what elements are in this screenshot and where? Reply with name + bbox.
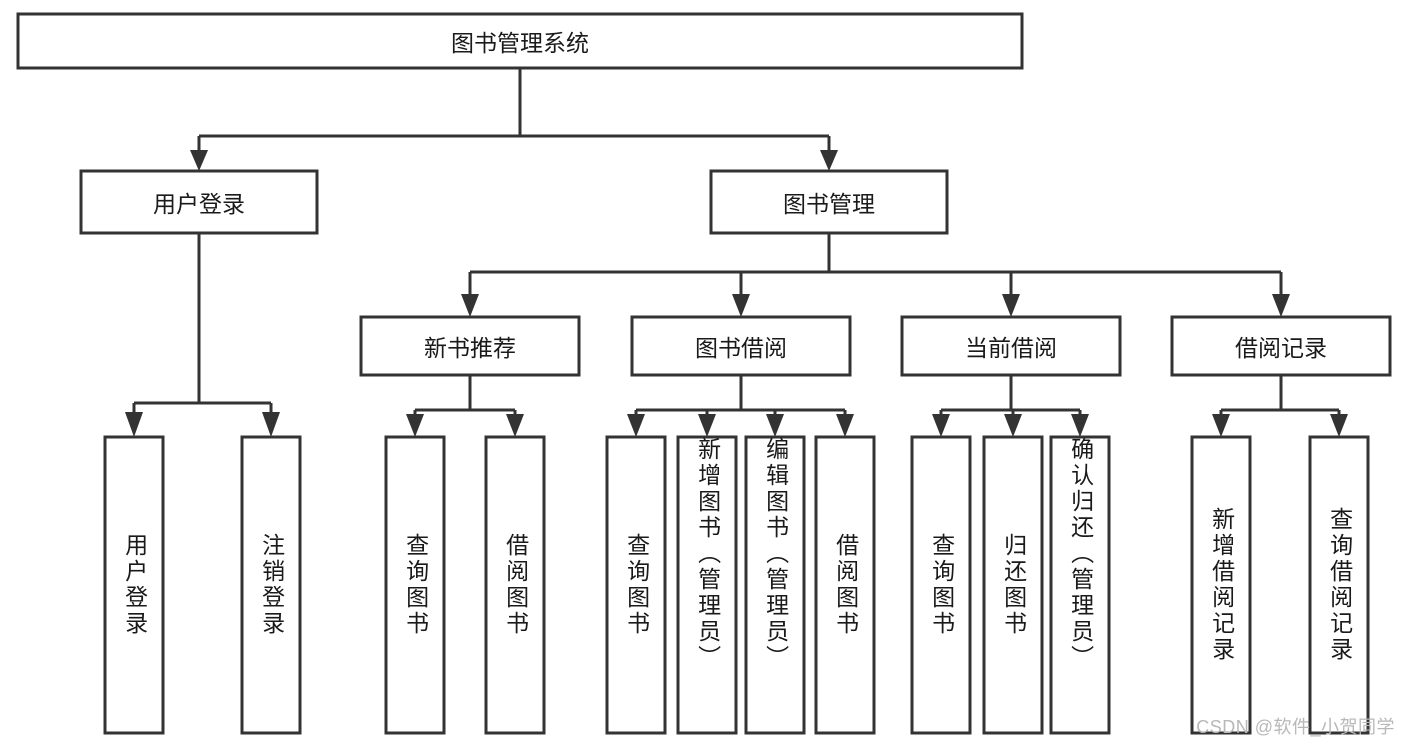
node-box-leaf-2[interactable] (384, 435, 446, 735)
connectors-current-to-leaves (932, 375, 1089, 437)
arrow-head-icon (627, 414, 645, 437)
node-box-leaf-8[interactable] (910, 435, 972, 735)
node-box-leaf-11[interactable] (1190, 435, 1252, 735)
node-box-leaf-12[interactable] (1308, 435, 1370, 735)
arrow-head-icon (1002, 294, 1020, 317)
connectors-book-to-level3 (461, 233, 1290, 317)
node-box-leaf-1[interactable] (240, 435, 302, 735)
connectors-newbook-to-leaves (406, 375, 524, 437)
node-box-leaf-4[interactable] (605, 435, 667, 735)
arrow-head-icon (1004, 414, 1022, 437)
arrow-head-icon (1330, 414, 1348, 437)
node-box-book-borrow[interactable] (630, 315, 852, 377)
arrow-head-icon (1272, 294, 1290, 317)
arrow-head-icon (125, 412, 143, 437)
node-box-leaf-10[interactable] (1049, 435, 1111, 735)
node-box-current-borrow[interactable] (900, 315, 1122, 377)
connectors-root-to-level2 (190, 68, 838, 171)
arrow-head-icon (1071, 414, 1089, 437)
arrow-head-icon (262, 412, 280, 437)
node-box-leaf-6[interactable] (744, 435, 806, 735)
node-box-book-management[interactable] (709, 169, 949, 235)
arrow-head-icon (732, 294, 750, 317)
arrow-head-icon (506, 414, 524, 437)
arrow-head-icon (698, 414, 716, 437)
node-box-leaf-3[interactable] (484, 435, 546, 735)
connectors-borrow-to-leaves (627, 375, 854, 437)
watermark-text: CSDN @软件_小贺同学 (1196, 717, 1395, 737)
arrow-head-icon (1212, 414, 1230, 437)
arrow-head-icon (461, 294, 479, 317)
node-box-leaf-0[interactable] (103, 435, 165, 735)
arrow-head-icon (766, 414, 784, 437)
arrow-head-icon (932, 414, 950, 437)
node-box-leaf-7[interactable] (814, 435, 876, 735)
node-box-leaf-5[interactable] (676, 435, 738, 735)
connectors-userlogin-to-leaves (125, 233, 280, 437)
arrow-head-icon (820, 150, 838, 171)
connectors-records-to-leaves (1212, 375, 1348, 437)
node-box-new-book-recommend[interactable] (359, 315, 581, 377)
node-box-borrow-records[interactable] (1170, 315, 1392, 377)
arrow-head-icon (190, 150, 208, 171)
node-box-root[interactable] (16, 12, 1024, 70)
node-box-leaf-9[interactable] (982, 435, 1044, 735)
arrow-head-icon (836, 414, 854, 437)
node-box-user-login[interactable] (79, 169, 319, 235)
arrow-head-icon (406, 414, 424, 437)
